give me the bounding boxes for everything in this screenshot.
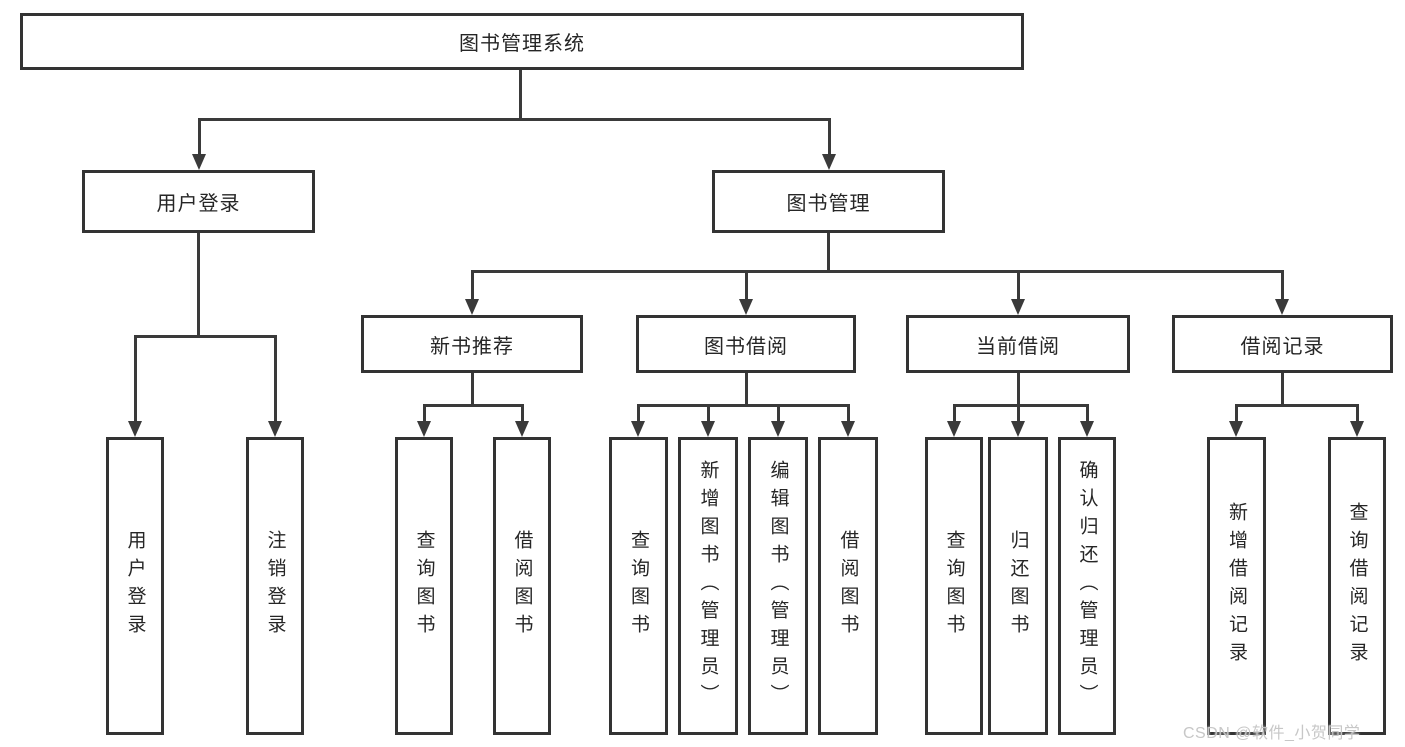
node-new-book-recommend: 新书推荐 bbox=[361, 315, 583, 373]
arrowhead-borrow-records bbox=[1275, 299, 1289, 315]
connector-drop-user-login bbox=[198, 118, 201, 156]
connector-drop-leaf-user-login bbox=[134, 335, 137, 423]
connector-drop-book-management bbox=[828, 118, 831, 156]
leaf-logout: 注销登录 bbox=[246, 437, 304, 735]
connector-drop-borrow-records bbox=[1281, 270, 1284, 302]
node-label: 新书推荐 bbox=[430, 335, 514, 358]
node-label: 用户登录 bbox=[156, 193, 241, 215]
arrowhead bbox=[947, 421, 961, 437]
connector-user-login-split bbox=[134, 335, 277, 338]
leaf-add-borrow-record: 新增借阅记录 bbox=[1207, 437, 1266, 735]
arrowhead-leaf-logout bbox=[268, 421, 282, 437]
connector-drop-book-borrow bbox=[745, 270, 748, 302]
arrowhead bbox=[701, 421, 715, 437]
node-book-borrow: 图书借阅 bbox=[636, 315, 856, 373]
connector-borrow-split bbox=[637, 404, 850, 407]
node-label: 用户登录 bbox=[124, 530, 146, 642]
leaf-borrow-books: 借阅图书 bbox=[818, 437, 878, 735]
connector-drop bbox=[1235, 404, 1238, 423]
node-label: 归还图书 bbox=[1007, 530, 1029, 642]
leaf-query-books-borrow: 查询图书 bbox=[609, 437, 668, 735]
node-book-management: 图书管理 bbox=[712, 170, 945, 233]
connector-records-stem bbox=[1281, 373, 1284, 406]
arrowhead-user-login bbox=[192, 154, 206, 170]
arrowhead bbox=[1350, 421, 1364, 437]
node-label: 查询借阅记录 bbox=[1346, 502, 1368, 670]
node-label: 借阅记录 bbox=[1240, 335, 1325, 358]
arrowhead-leaf-user-login bbox=[128, 421, 142, 437]
node-library-management-system: 图书管理系统 bbox=[20, 13, 1024, 70]
connector-drop-current-borrow bbox=[1017, 270, 1020, 302]
connector-drop bbox=[1017, 404, 1020, 423]
watermark: CSDN @软件_小贺同学 bbox=[1183, 725, 1361, 742]
node-label: 编辑图书（管理员） bbox=[767, 460, 789, 712]
connector-records-split bbox=[1235, 404, 1359, 407]
arrowhead-book-borrow bbox=[739, 299, 753, 315]
connector-drop bbox=[423, 404, 426, 423]
connector-drop bbox=[847, 404, 850, 423]
connector-level2-rail bbox=[198, 118, 831, 121]
arrowhead bbox=[1080, 421, 1094, 437]
node-label: 新增借阅记录 bbox=[1226, 502, 1247, 670]
arrowhead bbox=[417, 421, 431, 437]
connector-recommend-split bbox=[423, 404, 524, 407]
leaf-confirm-return-admin: 确认归还（管理员） bbox=[1058, 437, 1116, 735]
node-label: 新增图书（管理员） bbox=[697, 460, 719, 712]
connector-recommend-stem bbox=[471, 373, 474, 406]
node-label: 查询图书 bbox=[628, 530, 649, 642]
connector-drop bbox=[521, 404, 524, 423]
node-label: 查询图书 bbox=[943, 530, 965, 642]
arrowhead bbox=[1011, 421, 1025, 437]
arrowhead bbox=[515, 421, 529, 437]
node-label: 查询图书 bbox=[413, 530, 435, 642]
arrowhead-current-borrow bbox=[1011, 299, 1025, 315]
arrowhead bbox=[631, 421, 645, 437]
leaf-user-login: 用户登录 bbox=[106, 437, 164, 735]
connector-current-split bbox=[953, 404, 1089, 407]
node-label: 图书借阅 bbox=[704, 335, 788, 358]
node-label: 注销登录 bbox=[264, 530, 286, 642]
connector-current-stem bbox=[1017, 373, 1020, 406]
connector-drop bbox=[777, 404, 780, 423]
arrowhead bbox=[1229, 421, 1243, 437]
connector-drop bbox=[1086, 404, 1089, 423]
node-user-login: 用户登录 bbox=[82, 170, 315, 233]
leaf-return-book: 归还图书 bbox=[988, 437, 1048, 735]
node-label: 图书管理系统 bbox=[459, 33, 585, 55]
connector-drop bbox=[953, 404, 956, 423]
arrowhead bbox=[841, 421, 855, 437]
arrowhead-new-book-recommend bbox=[465, 299, 479, 315]
node-label: 借阅图书 bbox=[511, 530, 533, 642]
connector-borrow-stem bbox=[745, 373, 748, 406]
connector-drop bbox=[637, 404, 640, 423]
node-current-borrow: 当前借阅 bbox=[906, 315, 1130, 373]
node-label: 图书管理 bbox=[786, 193, 871, 215]
connector-level3-rail bbox=[471, 270, 1284, 273]
node-label: 确认归还（管理员） bbox=[1076, 460, 1098, 712]
leaf-add-book-admin: 新增图书（管理员） bbox=[678, 437, 738, 735]
arrowhead-book-management bbox=[822, 154, 836, 170]
connector-book-management-stem bbox=[827, 233, 830, 272]
leaf-edit-book-admin: 编辑图书（管理员） bbox=[748, 437, 808, 735]
node-label: 当前借阅 bbox=[976, 335, 1060, 358]
connector-drop-leaf-logout bbox=[274, 335, 277, 423]
connector-drop bbox=[1356, 404, 1359, 423]
leaf-query-borrow-record: 查询借阅记录 bbox=[1328, 437, 1386, 735]
arrowhead bbox=[771, 421, 785, 437]
leaf-borrow-books-recommend: 借阅图书 bbox=[493, 437, 551, 735]
node-borrow-records: 借阅记录 bbox=[1172, 315, 1393, 373]
leaf-query-books-current: 查询图书 bbox=[925, 437, 983, 735]
connector-root-stem bbox=[519, 70, 522, 121]
connector-user-login-stem bbox=[197, 233, 200, 337]
connector-drop-new-book-recommend bbox=[471, 270, 474, 302]
node-label: 借阅图书 bbox=[837, 530, 859, 642]
connector-drop bbox=[707, 404, 710, 423]
leaf-query-books-recommend: 查询图书 bbox=[395, 437, 453, 735]
